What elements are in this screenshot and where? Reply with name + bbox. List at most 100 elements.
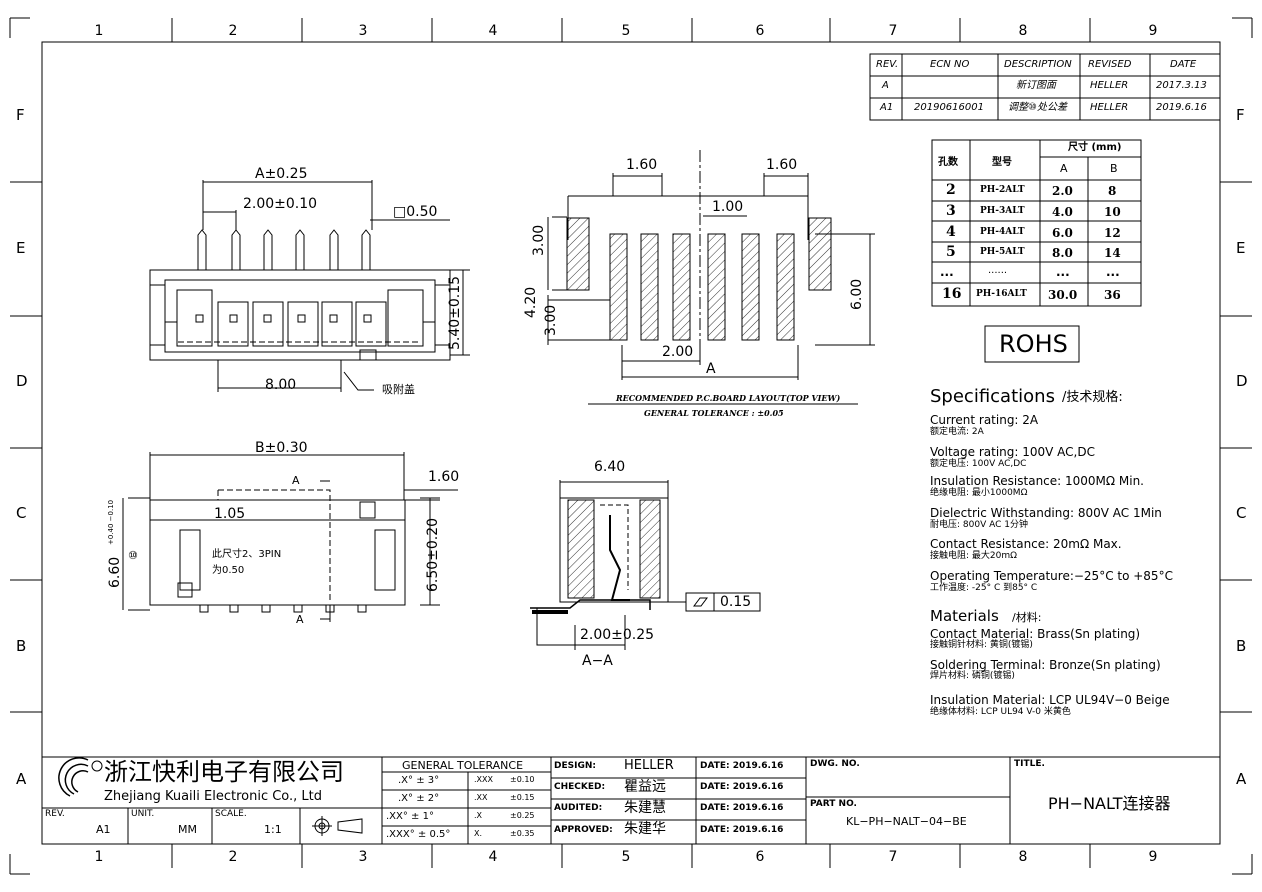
size-a: 2.0 (1052, 184, 1073, 198)
tol-digits: .XXX (474, 775, 493, 784)
col-label: 9 (1148, 23, 1158, 39)
role-label: DESIGN: (554, 761, 596, 771)
size-holes: 2 (946, 182, 956, 198)
note-line2: 为0.50 (212, 565, 245, 576)
tolerance-title: GENERAL TOLERANCE (402, 759, 524, 772)
specs-title: Specifications (930, 386, 1055, 407)
size-b: 14 (1104, 246, 1121, 260)
size-b: 36 (1104, 288, 1121, 302)
size-b: ... (1106, 265, 1120, 279)
tol-digits: .X (474, 811, 483, 820)
size-header-size: 尺寸 (mm) (1068, 142, 1122, 153)
rev-cell: 2017.3.13 (1156, 80, 1207, 91)
dim-pitch: 1.00 (712, 199, 744, 215)
spec-item-cn: 额定电流: 2A (930, 427, 984, 437)
section-label: A−A (582, 653, 613, 669)
row-label: C (1236, 504, 1247, 522)
row-label: B (16, 637, 27, 655)
col-label: 4 (488, 23, 498, 39)
materials-title-cn: /材料: (1012, 611, 1042, 624)
col-label: 7 (888, 23, 898, 39)
size-holes: 4 (946, 224, 956, 240)
size-header-model: 型号 (992, 157, 1012, 168)
col-label: 6 (755, 23, 765, 39)
rev-cell: A (882, 80, 889, 91)
role-name: 瞿益远 (624, 779, 666, 795)
specs-title-cn: /技术规格: (1062, 390, 1123, 405)
row-label: E (1236, 239, 1246, 257)
dim-height2: 6.50±0.20 (425, 517, 441, 592)
spec-item: Operating Temperature:−25°C to +85°C (930, 569, 1173, 583)
col-label: 8 (1018, 849, 1028, 865)
size-b: 10 (1104, 205, 1121, 219)
material-item-cn: 绝缘体材料: LCP UL94 V-0 米黄色 (930, 707, 1071, 717)
col-label: 5 (621, 849, 631, 865)
dim-w: 6.00 (849, 278, 865, 310)
rev-cell: A1 (880, 102, 894, 113)
role-date: DATE: 2019.6.16 (700, 825, 784, 835)
rev-header: REV. (876, 59, 899, 70)
dim-h1: 3.00 (531, 224, 547, 256)
section-mark: A (292, 474, 300, 487)
row-label: F (16, 106, 25, 124)
material-item: Contact Material: Brass(Sn plating) (930, 627, 1141, 641)
role-label: AUDITED: (554, 803, 603, 813)
size-model: PH-2ALT (980, 185, 1025, 195)
rev-header: REVISED (1088, 59, 1132, 70)
unit-value: MM (178, 823, 197, 836)
company-name-cn: 浙江快利电子有限公司 (104, 758, 344, 786)
spec-item-cn: 耐电压: 800V AC 1分钟 (930, 520, 1028, 530)
rev-cell: 20190616001 (914, 102, 984, 113)
title-label: TITLE. (1014, 759, 1045, 769)
material-item-cn: 接触铜针材料: 黄铜(镀锡) (930, 640, 1033, 650)
row-label: C (16, 504, 27, 522)
dwg-label: DWG. NO. (810, 759, 860, 769)
material-item: Soldering Terminal: Bronze(Sn plating) (930, 658, 1161, 672)
rev-value: A1 (96, 823, 111, 836)
spec-item-cn: 工作温度: -25° C 到85° C (930, 583, 1038, 593)
rev-label: REV. (45, 809, 65, 819)
col-label: 8 (1018, 23, 1028, 39)
spec-item: Insulation Resistance: 1000MΩ Min. (930, 474, 1144, 488)
material-item-cn: 焊片材料: 磷铜(镀锡) (930, 671, 1015, 681)
materials-title: Materials (930, 607, 999, 625)
tol-value: ±0.15 (510, 793, 535, 802)
col-label: 4 (488, 849, 498, 865)
size-header-b: B (1110, 162, 1118, 175)
flatness-value: 0.15 (720, 594, 752, 610)
row-label: F (1236, 106, 1245, 124)
spec-item: Voltage rating: 100V AC,DC (930, 445, 1095, 459)
row-label: D (16, 372, 28, 390)
dim-pitch: 2.00±0.25 (580, 627, 655, 643)
tol-angle: .X° ± 2° (398, 793, 440, 804)
dim-b: B±0.30 (255, 440, 308, 456)
size-a: 4.0 (1052, 205, 1073, 219)
size-b: 12 (1104, 226, 1121, 240)
circle-ten-mark: ⑩ (128, 549, 138, 562)
note-line1: 此尺寸2、3PIN (212, 549, 282, 560)
tol-angle: .XXX° ± 0.5° (386, 829, 451, 840)
rev-cell: 新订图面 (1016, 80, 1056, 91)
col-label: 3 (358, 23, 368, 39)
size-a: ... (1056, 265, 1070, 279)
material-item: Insulation Material: LCP UL94V−0 Beige (930, 693, 1170, 707)
size-holes: ... (940, 265, 954, 279)
pcb-caption: RECOMMENDED P.C.BOARD LAYOUT(TOP VIEW) (616, 393, 841, 403)
dim-pin-square: □0.50 (393, 204, 438, 220)
dim-height: 6.60 (107, 556, 123, 588)
company-name-en: Zhejiang Kuaili Electronic Co., Ltd (104, 789, 323, 804)
size-holes: 3 (946, 203, 956, 219)
dim-cap-width: 8.00 (265, 377, 297, 393)
size-a: 8.0 (1052, 246, 1073, 260)
size-header-a: A (1060, 162, 1068, 175)
dim-h2: 4.20 (523, 286, 539, 318)
rev-cell: 2019.6.16 (1156, 102, 1207, 113)
dim-h3: 3.00 (543, 304, 559, 336)
tol-value: ±0.10 (510, 775, 535, 784)
spec-item: Dielectric Withstanding: 800V AC 1Min (930, 506, 1162, 520)
tol-digits: X. (474, 829, 483, 838)
role-date: DATE: 2019.6.16 (700, 782, 784, 792)
dim-pad: 1.60 (626, 157, 658, 173)
size-model: PH-5ALT (980, 247, 1025, 257)
